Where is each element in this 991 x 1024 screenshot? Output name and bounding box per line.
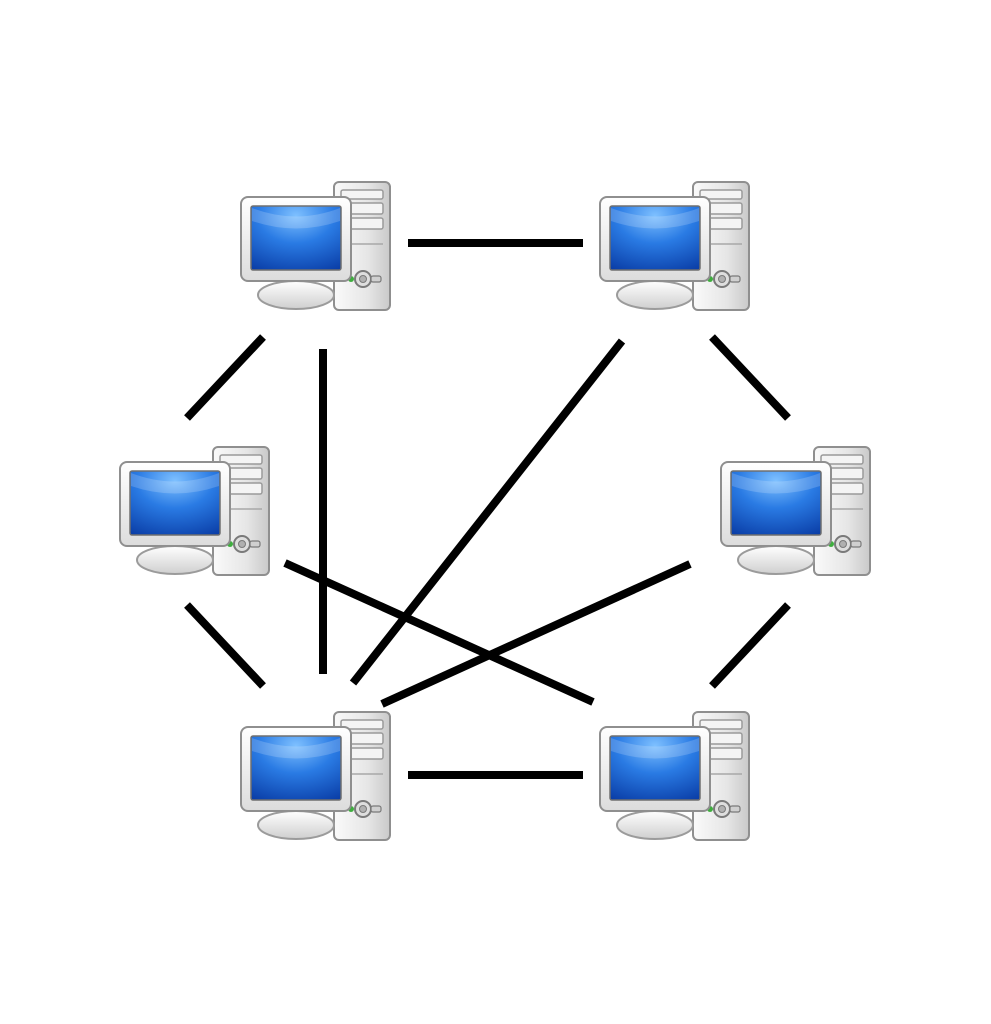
desktop-computer-icon bbox=[720, 446, 871, 576]
link-pc-middle-left-to-pc-bottom-left bbox=[184, 602, 266, 689]
link-pc-middle-right-to-pc-bottom-left bbox=[380, 560, 692, 708]
pc-top-right bbox=[599, 181, 750, 311]
desktop-computer-icon bbox=[240, 181, 391, 311]
link-pc-top-right-to-pc-middle-right bbox=[709, 334, 791, 421]
link-pc-top-right-to-pc-bottom-left bbox=[349, 338, 626, 686]
pc-bottom-right bbox=[599, 711, 750, 841]
link-pc-middle-right-to-pc-bottom-right bbox=[709, 602, 791, 689]
pc-middle-left bbox=[119, 446, 270, 576]
desktop-computer-icon bbox=[240, 711, 391, 841]
pc-bottom-left bbox=[240, 711, 391, 841]
nodes-layer bbox=[119, 181, 871, 841]
link-pc-middle-left-to-pc-bottom-right bbox=[283, 559, 595, 706]
desktop-computer-icon bbox=[599, 711, 750, 841]
pc-top-left bbox=[240, 181, 391, 311]
desktop-computer-icon bbox=[599, 181, 750, 311]
link-pc-top-left-to-pc-middle-left bbox=[184, 334, 266, 421]
pc-middle-right bbox=[720, 446, 871, 576]
desktop-computer-icon bbox=[119, 446, 270, 576]
links-layer bbox=[184, 239, 791, 779]
